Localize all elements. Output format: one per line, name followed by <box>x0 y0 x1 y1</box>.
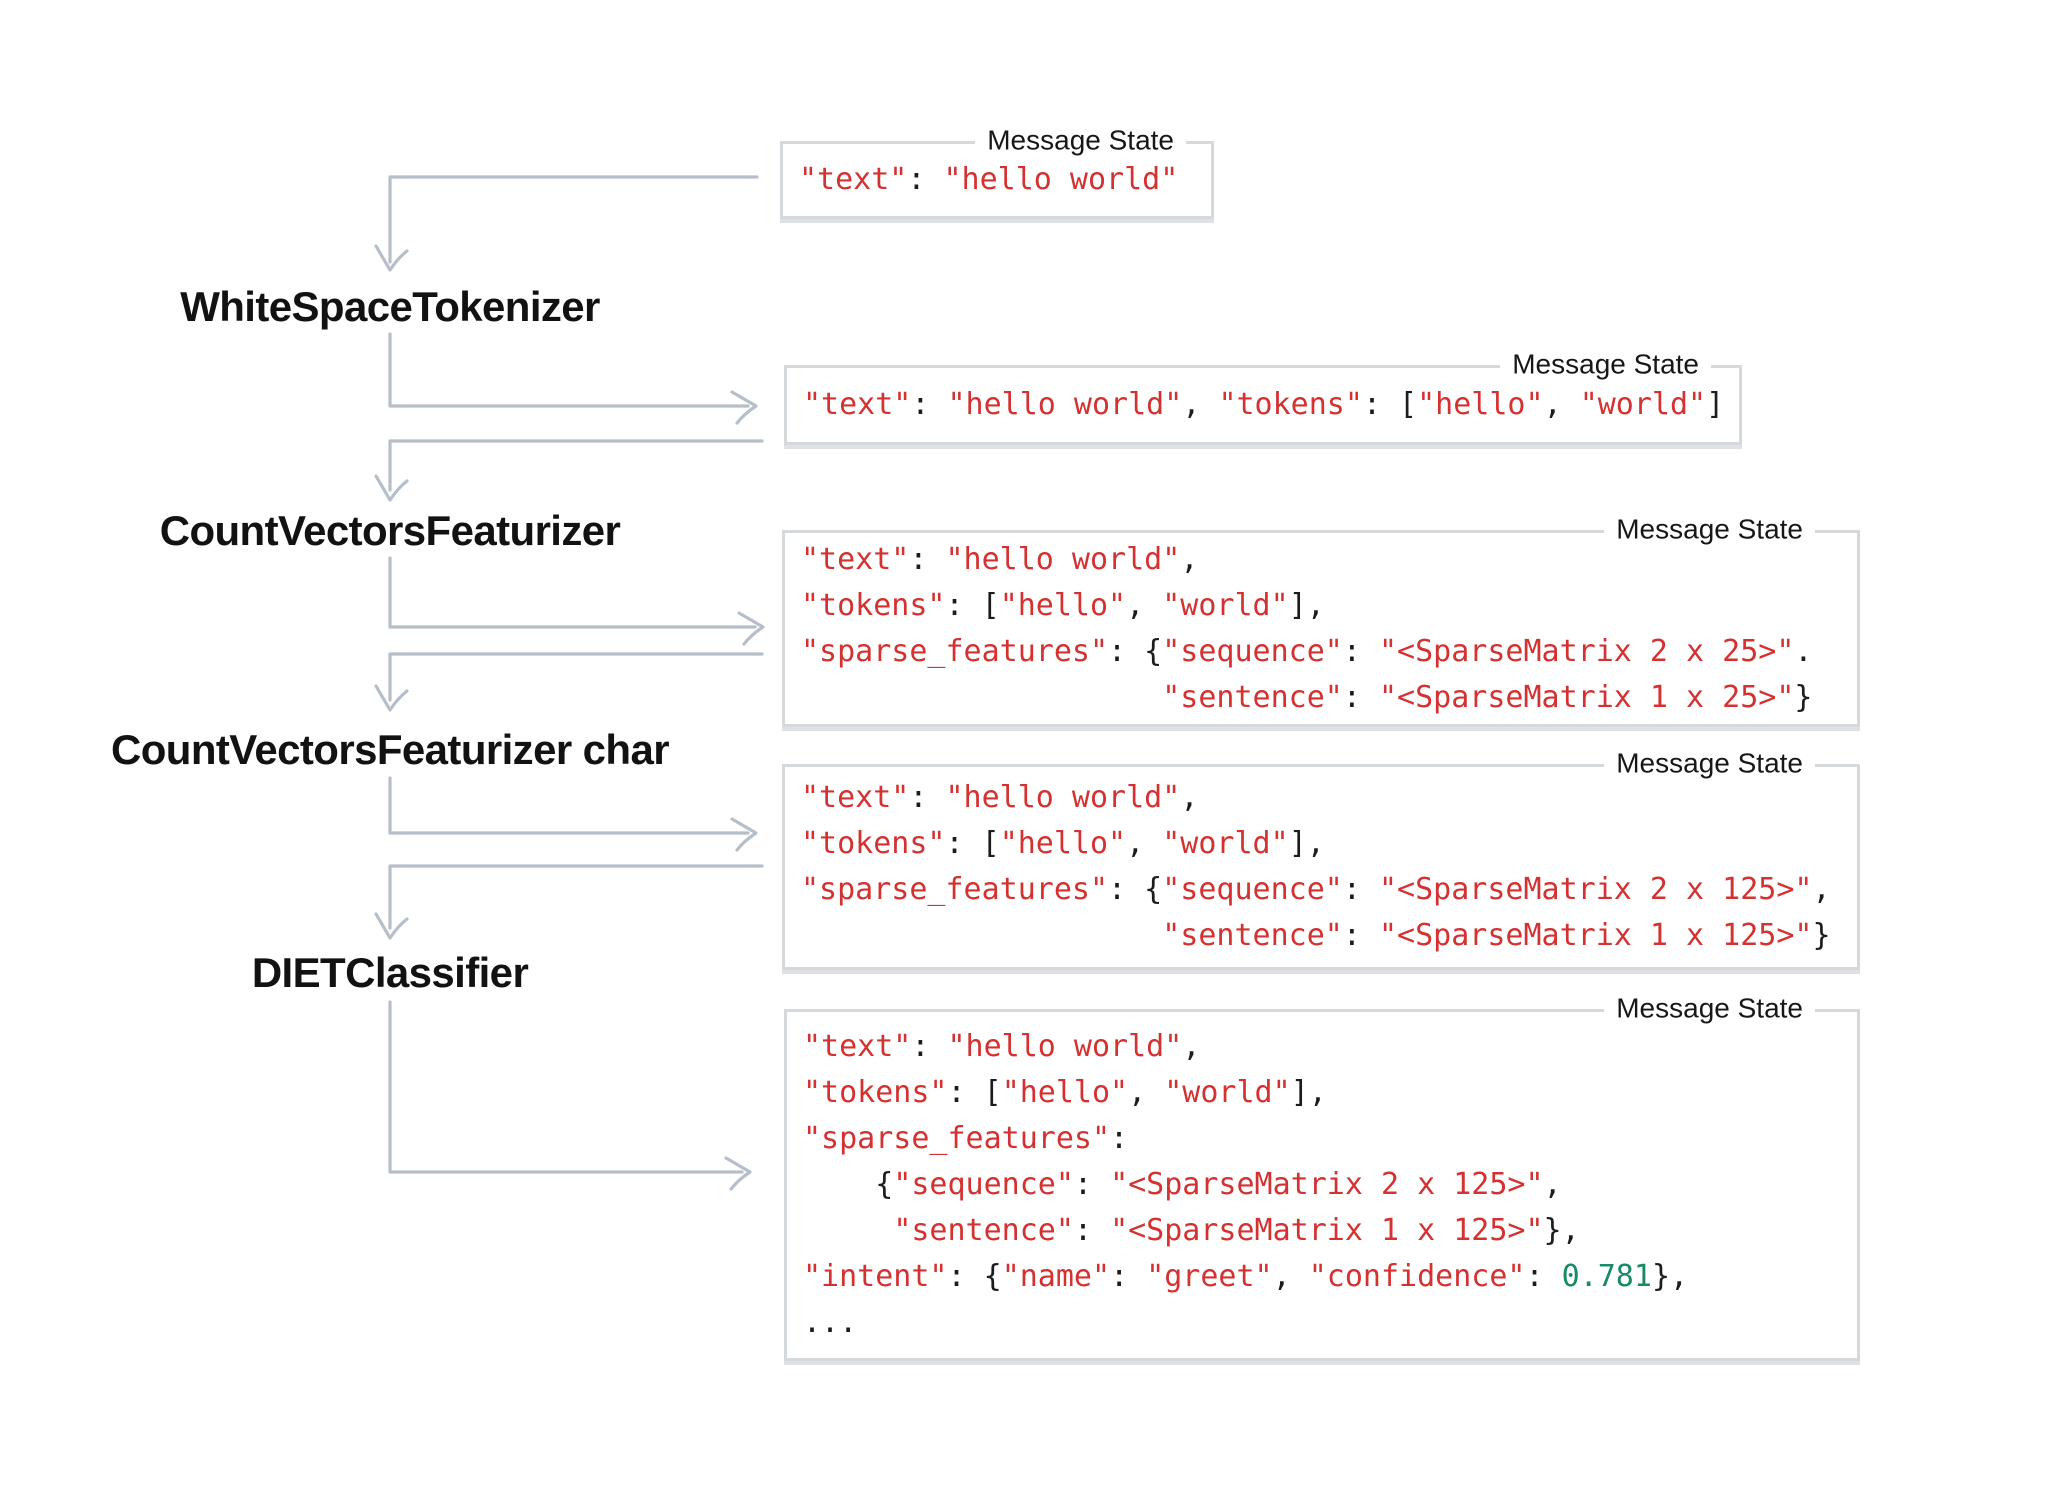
flow-arrow-state4-to-diet <box>374 864 764 940</box>
flow-arrow-state2-to-cvf <box>374 439 764 502</box>
flow-arrow-cvf-to-state3 <box>388 556 765 646</box>
code-line: ... <box>803 1305 858 1340</box>
code-line: "tokens": ["hello", "world"], <box>801 587 1325 623</box>
message-state-code: "text": "hello world", "tokens": ["hello"… <box>785 533 1857 724</box>
flow-arrow-diet-to-state5 <box>388 1000 752 1191</box>
flow-arrow-state1-to-tokenizer <box>374 175 759 272</box>
message-state-code: "text": "hello world", "tokens": ["hello… <box>787 368 1739 442</box>
code-line: "text": "hello world", "tokens": ["hello… <box>803 387 1725 422</box>
message-state-box-3: Message State "text": "hello world", "tok… <box>782 512 1860 727</box>
message-state-box-4: Message State "text": "hello world", "tok… <box>782 746 1860 970</box>
message-state-box-1: Message State "text": "hello world" <box>780 123 1214 219</box>
code-line: "text": "hello world", <box>801 541 1199 577</box>
code-line: "tokens": ["hello", "world"], <box>803 1075 1327 1110</box>
code-line: "sentence": "<SparseMatrix 1 x 125>"}, <box>893 1213 1580 1248</box>
flow-arrow-state3-to-cvfchar <box>374 652 764 712</box>
code-line: "sparse_features": {"sequence": "<Sparse… <box>801 633 1813 669</box>
code-line: "text": "hello world", <box>803 1029 1201 1064</box>
message-state-box-2: Message State "text": "hello world", "to… <box>784 347 1742 445</box>
code-line: "sentence": "<SparseMatrix 1 x 25>"} <box>1162 679 1813 715</box>
box-title: Message State <box>1604 746 1815 782</box>
message-state-box-5: Message State "text": "hello world", "tok… <box>784 991 1860 1361</box>
flow-arrow-cvfchar-to-state4 <box>388 776 758 852</box>
component-label-whitespace-tokenizer: WhiteSpaceTokenizer <box>180 283 600 330</box>
message-state-code: "text": "hello world", "tokens": ["hello"… <box>787 1012 1857 1358</box>
box-title: Message State <box>1604 512 1815 548</box>
box-title: Message State <box>975 123 1186 159</box>
component-label-diet-classifier: DIETClassifier <box>251 949 529 996</box>
box-title: Message State <box>1604 991 1815 1027</box>
message-state-code: "text": "hello world", "tokens": ["hello"… <box>785 767 1857 967</box>
code-line: "tokens": ["hello", "world"], <box>801 826 1325 861</box>
code-line: "sparse_features": <box>803 1121 1129 1156</box>
code-line: "text": "hello world" <box>799 162 1179 197</box>
message-state-code: "text": "hello world" <box>783 144 1211 216</box>
component-label-countvectors-featurizer-char: CountVectorsFeaturizer char <box>111 726 670 773</box>
code-line: {"sequence": "<SparseMatrix 2 x 125>", <box>803 1167 1562 1202</box>
flow-arrow-tokenizer-to-state2 <box>388 332 758 425</box>
code-line: "text": "hello world", <box>801 780 1199 815</box>
code-line: "sparse_features": {"sequence": "<Sparse… <box>801 872 1831 907</box>
component-label-countvectors-featurizer: CountVectorsFeaturizer <box>159 507 621 554</box>
box-title: Message State <box>1500 347 1711 383</box>
code-line: "intent": {"name": "greet", "confidence"… <box>803 1259 1689 1294</box>
code-line: "sentence": "<SparseMatrix 1 x 125>"} <box>1162 918 1831 953</box>
